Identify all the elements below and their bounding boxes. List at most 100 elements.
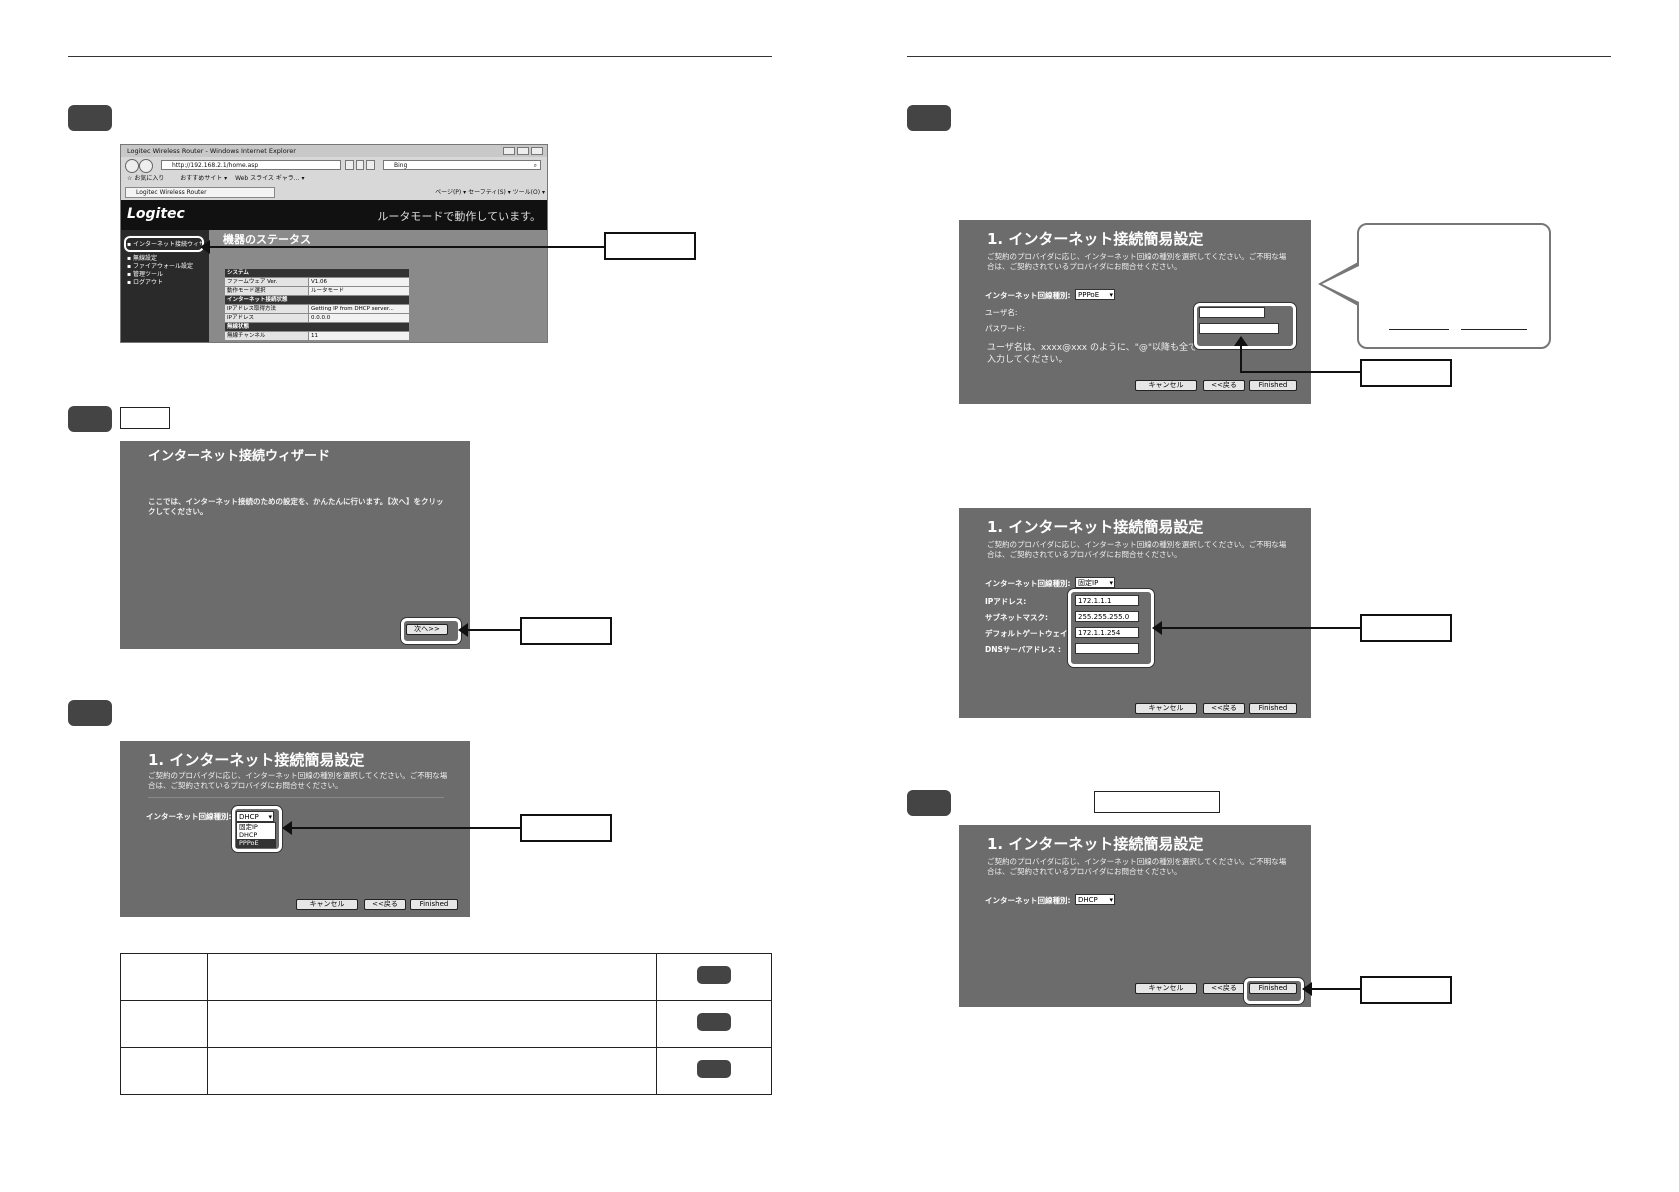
favorites-star-icon: ☆ [127, 175, 133, 182]
browser-titlebar: Logitec Wireless Router - Windows Intern… [121, 145, 547, 157]
setup-desc: ご契約のプロバイダに応じ、インターネット回線の種別を選択してください。ご不明な場… [987, 252, 1287, 271]
setup-title: 1. インターネット接続簡易設定 [987, 230, 1204, 248]
callout-box [520, 617, 612, 645]
finished-button[interactable]: Finished [1249, 983, 1297, 994]
finished-button-highlight [1244, 978, 1304, 1004]
cancel-button[interactable]: キャンセル [296, 899, 358, 910]
folder-icon: ▪ [127, 271, 132, 278]
back-button[interactable]: <<戻る [364, 899, 406, 910]
password-input[interactable] [1199, 323, 1279, 334]
page-icon: ▪ [127, 279, 132, 286]
mask-label: サブネットマスク: [985, 613, 1048, 622]
status-value: ルータモード [308, 287, 409, 295]
router-sidebar [121, 230, 209, 342]
mode-text: ルータモードで動作しています。 [377, 210, 541, 223]
search-box[interactable]: Bing ⌕ [383, 160, 541, 170]
dhcp-screen: 1. インターネット接続簡易設定 ご契約のプロバイダに応じ、インターネット回線の… [959, 825, 1311, 1007]
callout-box [604, 232, 696, 260]
divider [148, 797, 444, 798]
browser-tab[interactable]: Logitec Wireless Router [125, 187, 275, 198]
window-title: Logitec Wireless Router - Windows Intern… [127, 147, 296, 155]
button-label-box [120, 407, 170, 429]
status-value: Getting IP from DHCP server... [308, 305, 409, 313]
chevron-down-icon: ▾ [1109, 579, 1113, 587]
finished-button[interactable]: Finished [1249, 380, 1297, 391]
pppoe-screen: 1. インターネット接続簡易設定 ご契約のプロバイダに応じ、インターネット回線の… [959, 220, 1311, 404]
type-dropdown-list[interactable]: 固定IP DHCP PPPoE [236, 822, 276, 848]
ip-input[interactable]: 172.1.1.1 [1075, 595, 1139, 606]
bubble-underline [1389, 329, 1449, 330]
gateway-label: デフォルトゲートウェイ: [985, 629, 1071, 638]
bubble-tail-inner [1322, 266, 1359, 302]
chevron-down-icon: ▾ [1109, 896, 1113, 904]
type-select[interactable]: 固定IP▾ [1075, 577, 1115, 588]
sidebar-item-logout[interactable]: ▪ ログアウト [127, 279, 164, 286]
favorites-button[interactable]: お気に入り [134, 175, 165, 182]
url-text: http://192.168.2.1/home.asp [172, 162, 259, 169]
type-table [120, 953, 772, 1095]
search-engine-name: Bing [394, 162, 408, 169]
step-marker [907, 790, 951, 816]
table-row [120, 1000, 772, 1048]
username-input[interactable] [1199, 307, 1265, 318]
step-marker [68, 700, 112, 726]
command-bar-menus[interactable]: ページ(P) ▾ セーフティ(S) ▾ ツール(O) ▾ [435, 189, 545, 196]
arrow-head-icon [1234, 336, 1248, 346]
sidebar-item-wireless[interactable]: ▪ 無線設定 [127, 255, 158, 262]
sidebar-item-admin[interactable]: ▪ 管理ツール [127, 271, 164, 278]
favorites-item[interactable]: Web スライス ギャラ... ▾ [235, 175, 305, 182]
static-fields-highlight [1068, 589, 1154, 667]
dropdown-option[interactable]: DHCP [239, 831, 258, 839]
credentials-highlight [1194, 303, 1296, 349]
status-key: 無線状態 [227, 324, 250, 330]
type-select[interactable]: DHCP▾ [1075, 894, 1115, 905]
status-value [309, 269, 409, 277]
type-select[interactable]: DHCP▾ [236, 811, 274, 822]
gateway-input[interactable]: 172.1.1.254 [1075, 627, 1139, 638]
username-label: ユーザ名: [985, 308, 1018, 317]
status-section-header: インターネット接続状態 [225, 296, 409, 304]
speech-bubble [1357, 223, 1551, 349]
arrow-head-icon [458, 623, 468, 637]
finished-button[interactable]: Finished [410, 899, 458, 910]
setup-desc: ご契約のプロバイダに応じ、インターネット回線の種別を選択してください。ご不明な場… [987, 540, 1287, 559]
cancel-button[interactable]: キャンセル [1135, 380, 1197, 391]
favorites-item[interactable]: おすすめサイト ▾ [180, 175, 228, 182]
router-header: Logitec ルータモードで動作しています。 [121, 200, 547, 230]
type-select[interactable]: PPPoE▾ [1075, 289, 1115, 300]
setup-title: 1. インターネット接続簡易設定 [148, 751, 365, 769]
address-bar[interactable]: http://192.168.2.1/home.asp [161, 160, 341, 170]
password-label: パスワード: [985, 324, 1026, 333]
cancel-button[interactable]: キャンセル [1135, 703, 1197, 714]
back-button[interactable]: <<戻る [1203, 983, 1245, 994]
type-label: インターネット回線種別: [985, 291, 1071, 300]
arrow-line [1240, 342, 1242, 372]
dropdown-option[interactable]: 固定IP [239, 823, 258, 831]
finished-button[interactable]: Finished [1249, 703, 1297, 714]
dropdown-option-selected[interactable]: PPPoE [237, 839, 275, 847]
type-label: インターネット回線種別: [985, 896, 1071, 905]
dns-input[interactable] [1075, 643, 1139, 654]
refresh-stop-buttons[interactable] [345, 160, 376, 170]
folder-icon: ▪ [127, 255, 132, 262]
setup-desc: ご契約のプロバイダに応じ、インターネット回線の種別を選択してください。ご不明な場… [148, 771, 448, 790]
back-forward-buttons[interactable] [125, 159, 155, 173]
folder-icon: ▪ [127, 263, 132, 270]
cancel-button[interactable]: キャンセル [1135, 983, 1197, 994]
setup-desc: ご契約のプロバイダに応じ、インターネット回線の種別を選択してください。ご不明な場… [987, 857, 1287, 876]
back-button[interactable]: <<戻る [1203, 380, 1245, 391]
command-bar[interactable]: ページ(P) ▾ セーフティ(S) ▾ ツール(O) ▾ [331, 187, 545, 198]
window-controls[interactable] [503, 147, 543, 155]
status-key: IPアドレス [225, 314, 308, 322]
back-button[interactable]: <<戻る [1203, 703, 1245, 714]
status-row: 動作モード選択ルータモード [225, 287, 409, 295]
sidebar-item-firewall[interactable]: ▪ ファイアウォール設定 [127, 263, 194, 270]
status-value: 0.0.0.0 [308, 314, 409, 322]
arrow-head-icon [282, 821, 292, 835]
sidebar-item-wizard[interactable]: ▪ インターネット接続ウィザ [127, 241, 206, 248]
mask-input[interactable]: 255.255.255.0 [1075, 611, 1139, 622]
status-key: システム [227, 270, 249, 276]
next-button[interactable]: 次へ>> [406, 624, 448, 635]
